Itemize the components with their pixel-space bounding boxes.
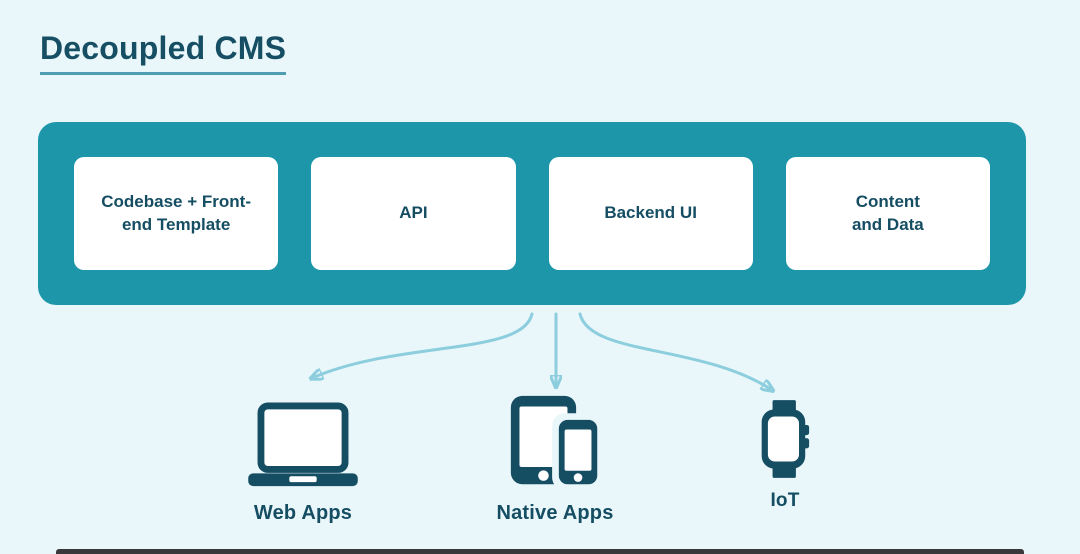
smartwatch-icon [761,400,810,478]
arrow-to-web-apps [312,312,534,378]
card-api-label: API [399,203,428,223]
native-apps-label: Native Apps [496,502,614,524]
target-native-apps: Native Apps [475,395,635,525]
target-iot: IoT [705,398,865,512]
tablet-phone-icon [510,395,603,490]
laptop-icon [248,402,358,487]
bottom-edge-bar [56,549,1024,554]
card-content-data: Content and Data [785,157,990,270]
arrow-to-iot [578,312,772,390]
web-apps-label: Web Apps [253,502,353,524]
card-codebase: Codebase + Front- end Template [74,157,279,270]
iot-label: IoT [770,490,800,511]
card-backend-ui: Backend UI [548,157,753,270]
card-content-data-label: Content and Data [851,191,924,234]
flow-arrows [250,312,830,410]
target-web-apps: Web Apps [223,398,383,525]
card-api: API [311,157,516,270]
cms-band: Codebase + Front- end Template API Backe… [38,122,1026,305]
card-codebase-label: Codebase + Front- end Template [101,191,251,234]
card-backend-ui-label: Backend UI [604,203,697,223]
page-title: Decoupled CMS [40,30,287,75]
